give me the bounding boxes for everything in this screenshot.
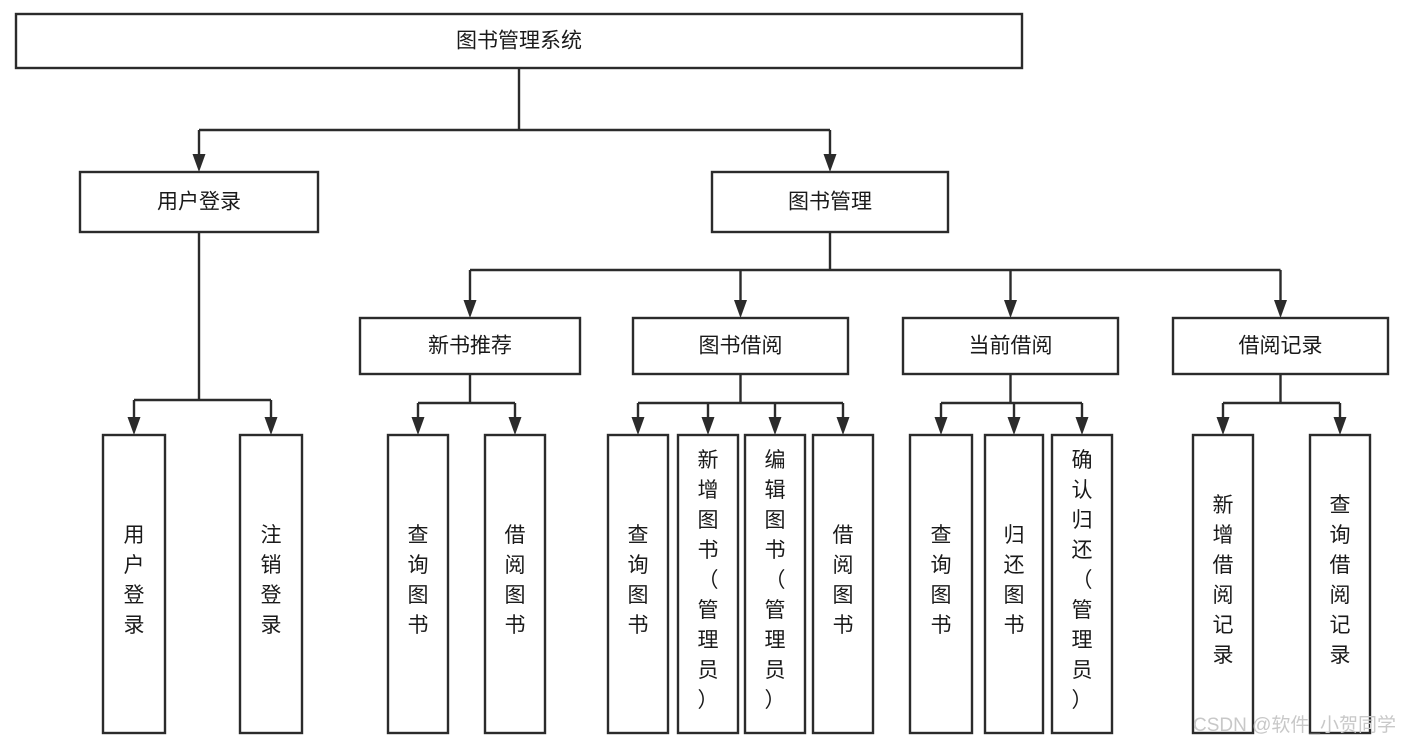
node-leaf-user-login-box[interactable] [101, 433, 167, 735]
node-leaf-add-record[interactable]: 新增借阅记录 [1191, 433, 1255, 735]
arrow-head-icon [1004, 300, 1017, 318]
arrow-head-icon [734, 300, 747, 318]
node-borrow-record[interactable]: 借阅记录 [1171, 316, 1390, 376]
arrow-head-icon [823, 154, 837, 172]
arrow-head-icon [508, 417, 522, 435]
node-new-book-rec[interactable]: 新书推荐 [358, 316, 582, 376]
node-book-manage-box[interactable] [710, 170, 950, 234]
node-leaf-query-record-label: 查询借阅记录 [1330, 494, 1351, 667]
arrow-head-icon [1274, 300, 1287, 318]
arrow-head-icon [934, 417, 948, 435]
arrow-head-icon [768, 417, 782, 435]
node-leaf-return-book[interactable]: 归还图书 [983, 433, 1045, 735]
node-current-borrow-label: 当前借阅 [969, 335, 1053, 358]
node-leaf-add-book[interactable]: 新增图书（管理员） [676, 433, 740, 735]
node-leaf-query-book-1[interactable]: 查询图书 [386, 433, 450, 735]
node-user-login-box[interactable] [78, 170, 320, 234]
node-book-manage[interactable]: 图书管理 [710, 170, 950, 234]
node-leaf-add-record-box[interactable] [1191, 433, 1255, 735]
node-leaf-query-book-3-box[interactable] [908, 433, 974, 735]
node-book-manage-label: 图书管理 [788, 191, 872, 214]
node-book-borrow-label: 图书借阅 [699, 335, 783, 358]
arrow-head-icon [127, 417, 141, 435]
node-leaf-borrow-book-2[interactable]: 借阅图书 [811, 433, 875, 735]
arrow-head-icon [1216, 417, 1230, 435]
node-leaf-query-book-2[interactable]: 查询图书 [606, 433, 670, 735]
node-leaf-confirm-return[interactable]: 确认归还（管理员） [1050, 433, 1114, 735]
node-borrow-record-box[interactable] [1171, 316, 1390, 376]
node-leaf-query-book-2-label: 查询图书 [628, 524, 649, 637]
node-leaf-edit-book-label: 编辑图书（管理员） [765, 449, 786, 712]
node-leaf-query-book-1-box[interactable] [386, 433, 450, 735]
node-leaf-user-login-label: 用户登录 [124, 524, 145, 637]
node-new-book-rec-box[interactable] [358, 316, 582, 376]
node-leaf-borrow-book-1[interactable]: 借阅图书 [483, 433, 547, 735]
node-leaf-edit-book-box[interactable] [743, 433, 807, 735]
node-leaf-return-book-box[interactable] [983, 433, 1045, 735]
node-borrow-record-label: 借阅记录 [1239, 335, 1323, 358]
arrow-head-icon [264, 417, 278, 435]
node-leaf-logout-box[interactable] [238, 433, 304, 735]
node-leaf-query-book-2-box[interactable] [606, 433, 670, 735]
watermark-label: CSDN @软件_小贺同学 [1193, 714, 1396, 736]
node-new-book-rec-label: 新书推荐 [428, 335, 512, 358]
watermark-layer: CSDN @软件_小贺同学 [1193, 714, 1396, 736]
node-book-borrow[interactable]: 图书借阅 [631, 316, 850, 376]
arrow-head-icon [1333, 417, 1347, 435]
node-leaf-user-login[interactable]: 用户登录 [101, 433, 167, 735]
node-leaf-edit-book[interactable]: 编辑图书（管理员） [743, 433, 807, 735]
node-root[interactable]: 图书管理系统 [14, 12, 1024, 70]
node-leaf-query-record-box[interactable] [1308, 433, 1372, 735]
node-current-borrow[interactable]: 当前借阅 [901, 316, 1120, 376]
node-leaf-query-book-1-label: 查询图书 [408, 524, 429, 637]
node-leaf-confirm-return-label: 确认归还（管理员） [1072, 449, 1093, 712]
node-leaf-add-book-label: 新增图书（管理员） [698, 449, 719, 712]
node-leaf-query-book-3[interactable]: 查询图书 [908, 433, 974, 735]
node-leaf-add-book-box[interactable] [676, 433, 740, 735]
node-leaf-logout-label: 注销登录 [261, 524, 282, 637]
node-leaf-borrow-book-1-label: 借阅图书 [505, 524, 526, 637]
node-leaf-borrow-book-2-box[interactable] [811, 433, 875, 735]
arrow-head-icon [836, 417, 850, 435]
connector-layer [127, 68, 1347, 435]
node-current-borrow-box[interactable] [901, 316, 1120, 376]
node-user-login[interactable]: 用户登录 [78, 170, 320, 234]
arrow-head-icon [411, 417, 425, 435]
arrow-head-icon [631, 417, 645, 435]
arrow-head-icon [1007, 417, 1021, 435]
arrow-head-icon [701, 417, 715, 435]
arrow-head-icon [463, 300, 477, 318]
node-leaf-query-record[interactable]: 查询借阅记录 [1308, 433, 1372, 735]
node-leaf-borrow-book-1-box[interactable] [483, 433, 547, 735]
node-leaf-query-book-3-label: 查询图书 [931, 524, 952, 637]
arrow-head-icon [192, 154, 206, 172]
node-leaf-confirm-return-box[interactable] [1050, 433, 1114, 735]
node-user-login-label: 用户登录 [157, 191, 241, 214]
arrow-head-icon [1075, 417, 1089, 435]
node-root-box[interactable] [14, 12, 1024, 70]
node-leaf-return-book-label: 归还图书 [1004, 524, 1025, 637]
node-leaf-add-record-label: 新增借阅记录 [1213, 494, 1234, 667]
node-root-label: 图书管理系统 [456, 30, 582, 53]
node-book-borrow-box[interactable] [631, 316, 850, 376]
node-leaf-borrow-book-2-label: 借阅图书 [833, 524, 854, 637]
node-layer: 图书管理系统用户登录图书管理新书推荐图书借阅当前借阅借阅记录用户登录注销登录查询… [14, 12, 1390, 735]
node-leaf-logout[interactable]: 注销登录 [238, 433, 304, 735]
